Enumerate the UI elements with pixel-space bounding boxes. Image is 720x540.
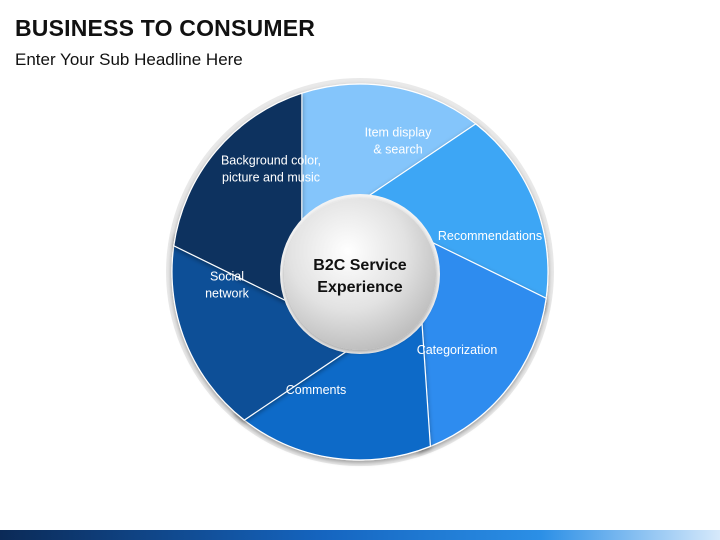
segment-label-1-line-1: Item display xyxy=(365,126,432,140)
segment-label-3-line-1: Categorization xyxy=(417,343,498,357)
hub-label-line-1: B2C Service xyxy=(313,257,406,274)
ring-segment-6 xyxy=(173,92,303,308)
footer-bar xyxy=(0,530,720,540)
segment-label-2: Recommendations xyxy=(438,229,542,243)
segment-label-4: Comments xyxy=(286,383,346,397)
segment-label-5-line-2: network xyxy=(205,287,250,301)
segment-label-5-line-1: Social xyxy=(210,270,244,284)
segment-label-3: Categorization xyxy=(417,343,498,357)
segment-label-1-line-2: & search xyxy=(373,143,422,157)
segment-label-2-line-1: Recommendations xyxy=(438,229,542,243)
segment-label-5: Social network xyxy=(205,270,250,301)
hub-label-line-2: Experience xyxy=(317,279,402,296)
segment-label-6-line-2: picture and music xyxy=(222,171,320,185)
page-subtitle: Enter Your Sub Headline Here xyxy=(15,50,243,69)
segment-label-4-line-1: Comments xyxy=(286,383,346,397)
segment-label-6: Background color, picture and music xyxy=(221,154,321,185)
segment-label-6-line-1: Background color, xyxy=(221,154,321,168)
segment-labels: Item display & searchRecommendationsCateg… xyxy=(205,126,542,398)
hub-circle xyxy=(284,198,436,350)
segment-label-1: Item display & search xyxy=(365,126,432,157)
page-title: BUSINESS TO CONSUMER xyxy=(15,15,316,41)
